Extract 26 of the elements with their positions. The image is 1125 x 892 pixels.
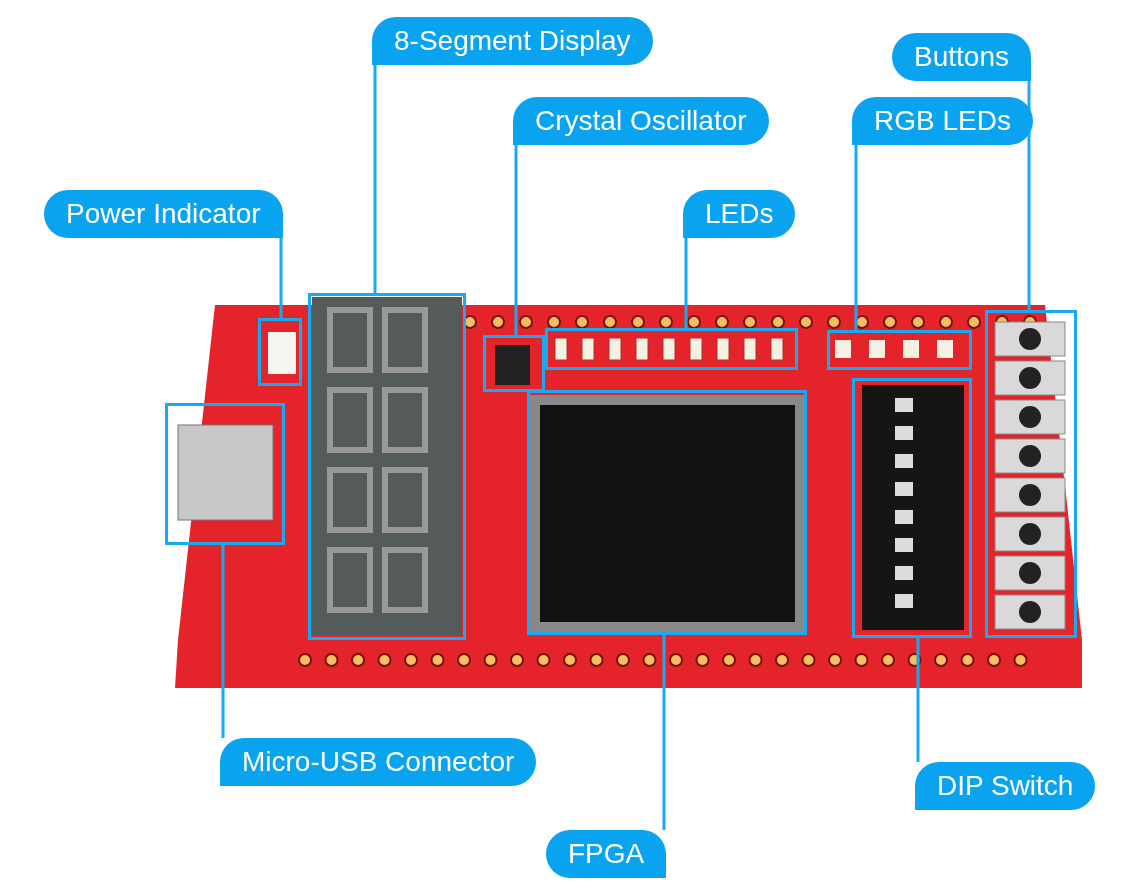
callout-label: LEDs — [683, 190, 796, 238]
highlight-frame — [258, 318, 302, 386]
callout-label: 8-Segment Display — [372, 17, 653, 65]
leader-line — [373, 65, 377, 293]
leader-line — [854, 145, 858, 330]
highlight-frame — [483, 335, 545, 392]
callout-label: Buttons — [892, 33, 1031, 81]
leader-line — [1027, 81, 1031, 310]
leader-line — [684, 238, 688, 328]
callout-label: Power Indicator — [44, 190, 283, 238]
callout-label: FPGA — [546, 830, 667, 878]
leader-line — [514, 145, 518, 335]
callout-label: DIP Switch — [915, 762, 1096, 810]
highlight-frame — [985, 310, 1077, 638]
highlight-frame — [308, 293, 466, 640]
leader-line — [221, 545, 225, 738]
callout-label: Crystal Oscillator — [513, 97, 769, 145]
highlight-frame — [545, 328, 798, 370]
highlight-frame — [852, 378, 972, 638]
callout-label: Micro-USB Connector — [220, 738, 537, 786]
highlight-frame — [527, 390, 807, 635]
leader-line — [916, 638, 920, 762]
callout-label: RGB LEDs — [852, 97, 1033, 145]
highlight-frame — [827, 330, 972, 370]
highlight-frame — [165, 403, 285, 545]
leader-line — [279, 238, 283, 318]
